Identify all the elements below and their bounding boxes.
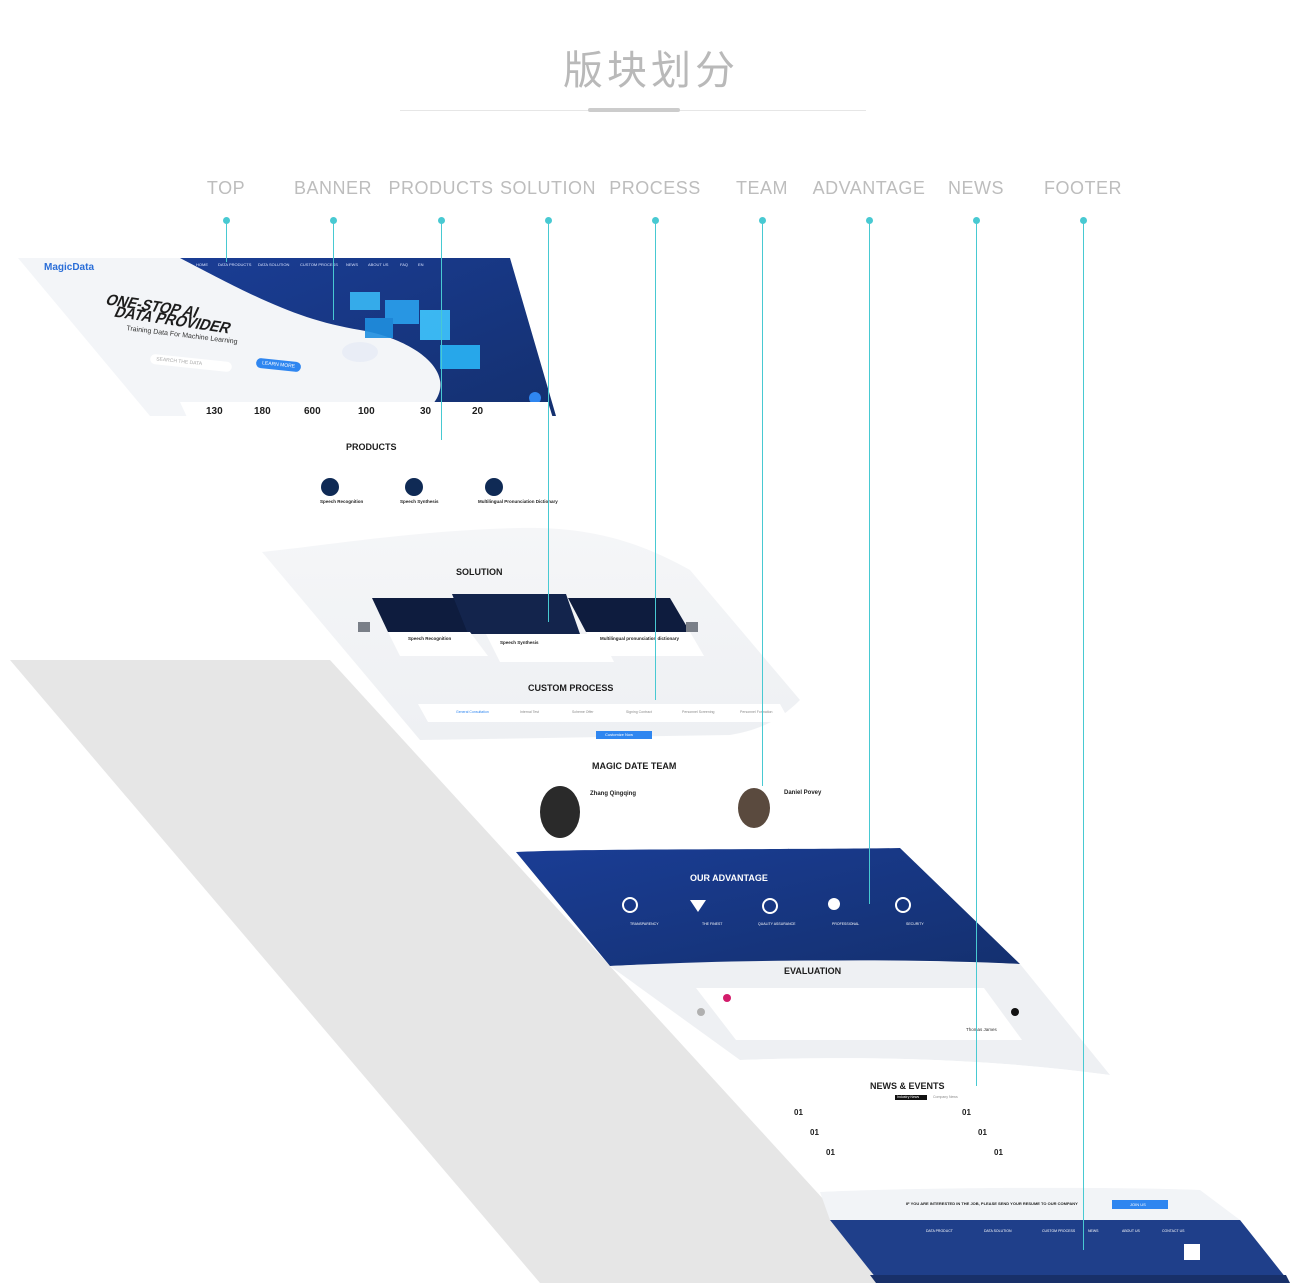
leader-line [333, 220, 334, 320]
process-step: Personnel Screening [682, 710, 715, 714]
advantage-label: THE FINEST [702, 922, 723, 926]
advantage-label: QUALITY ASSURANCE [758, 922, 796, 926]
evaluation-author: Thomas James [966, 1027, 997, 1032]
nav-item: CUSTOM PROCESS [300, 262, 338, 267]
mock-logo: MagicData [44, 262, 95, 273]
leader-line [548, 220, 549, 622]
news-date: 01 [826, 1148, 835, 1157]
news-heading: NEWS & EVENTS [870, 1081, 945, 1091]
footer-col-heading: ABOUT US [1122, 1229, 1140, 1233]
stat-value: 600 [304, 406, 321, 417]
process-heading: CUSTOM PROCESS [528, 683, 614, 693]
stat-value: 20 [472, 406, 484, 417]
section-label-top: TOP [206, 178, 246, 198]
stat-value: 180 [254, 406, 271, 417]
solution-title: Multilingual pronunciation dictionary [600, 636, 679, 641]
advantage-label: TRANSPARENCY [630, 922, 659, 926]
footer-col-heading: CUSTOM PROCESS [1042, 1229, 1076, 1233]
leader-line [226, 220, 227, 262]
advantage-label: SECURITY [906, 922, 924, 926]
process-step: Scheme Offer [572, 710, 594, 714]
title-accent-bar [588, 108, 680, 112]
section-label-team: TEAM [735, 178, 789, 198]
product-title: Speech Recognition [320, 499, 364, 504]
team-member-name: Daniel Povey [784, 790, 822, 796]
nav-item: ABOUT US [368, 262, 389, 267]
solution-heading: SOLUTION [456, 567, 503, 577]
nav-item: FAQ [400, 262, 409, 267]
advantage-label: PROFESSIONAL [832, 922, 860, 926]
stat-value: 30 [420, 406, 432, 417]
leader-line [655, 220, 656, 700]
footer-col-heading: NEWS [1088, 1229, 1099, 1233]
footer-col-heading: DATA PRODUCT [926, 1229, 953, 1233]
news-tab-industry[interactable]: Industry News [897, 1095, 920, 1099]
process-step: Personnel Formation [740, 710, 773, 714]
cta-text: IF YOU ARE INTERESTED IN THE JOB, PLEASE… [906, 1201, 1078, 1206]
leader-line [1083, 220, 1084, 1250]
section-label-process: PROCESS [609, 178, 701, 198]
nav-item: DATA SOLUTION [258, 262, 290, 267]
advantage-heading: OUR ADVANTAGE [690, 873, 768, 883]
team-heading: MAGIC DATE TEAM [592, 761, 677, 771]
nav-item: HOME [196, 262, 208, 267]
section-label-footer: FOOTER [1044, 178, 1122, 198]
news-date: 01 [962, 1108, 971, 1117]
process-step: Internal Test [520, 710, 540, 714]
products-heading: PRODUCTS [346, 442, 397, 452]
news-date: 01 [810, 1128, 819, 1137]
news-date: 01 [794, 1108, 803, 1117]
leader-line [762, 220, 763, 786]
stat-value: 130 [206, 406, 223, 417]
section-label-news: NEWS [948, 178, 1004, 198]
process-step: Signing Contract [626, 710, 652, 714]
product-title: Multilingual Pronunciation Dictionary [478, 499, 558, 504]
nav-item: DATA PRODUCTS [218, 262, 252, 267]
cta-join-button-label[interactable]: JOIN US [1130, 1202, 1146, 1207]
news-tab-company[interactable]: Company News [933, 1095, 958, 1099]
team-member-name: Zhang Qingqing [590, 791, 636, 797]
page-title: 版块划分 [563, 48, 739, 94]
product-title: Speech Synthesis [400, 499, 439, 504]
news-date: 01 [994, 1148, 1003, 1157]
solution-title: Speech Recognition [408, 636, 452, 641]
footer-col-heading: DATA SOLUTION [984, 1229, 1012, 1233]
stat-value: 100 [358, 406, 375, 417]
leader-line [441, 220, 442, 440]
footer-col-heading: CONTACT US [1162, 1229, 1185, 1233]
section-label-solution: SOLUTION [499, 178, 597, 198]
news-date: 01 [978, 1128, 987, 1137]
customize-now-button[interactable]: Customize Now [605, 732, 634, 737]
section-label-products: PRODUCTS [388, 178, 494, 198]
section-label-advantage: ADVANTAGE [812, 178, 926, 198]
nav-item: EN [418, 262, 424, 267]
process-step: General Consultation [456, 710, 489, 714]
nav-item: NEWS [346, 262, 358, 267]
leader-line [869, 220, 870, 904]
evaluation-heading: EVALUATION [784, 966, 842, 976]
solution-title: Speech Synthesis [500, 640, 539, 645]
leader-line [976, 220, 977, 1086]
section-label-banner: BANNER [293, 178, 373, 198]
